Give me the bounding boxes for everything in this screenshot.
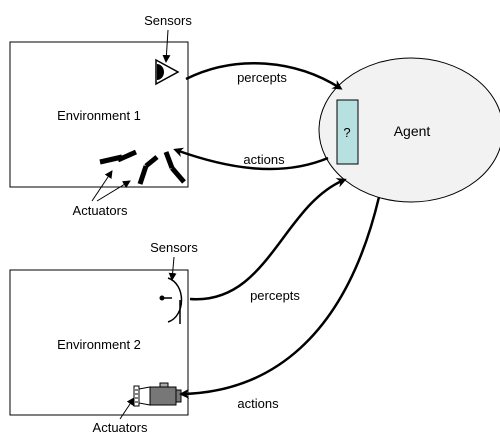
environment-1-label: Environment 1	[57, 108, 141, 123]
agent-program-symbol: ?	[343, 125, 350, 140]
agent-program-box	[336, 99, 359, 165]
motor-actuator-icon	[133, 382, 182, 407]
agent-label: Agent	[394, 123, 431, 139]
actuators-label-1: Actuators	[73, 203, 128, 218]
percepts-arrow-bottom	[189, 178, 347, 301]
robot-arm-actuator-icon	[99, 149, 186, 185]
actuators-pointer-1b	[96, 180, 131, 202]
environment-1: Environment 1 Sensors Actuators	[9, 13, 192, 218]
sensors-label-2: Sensors	[150, 240, 198, 255]
sensors-label-1: Sensors	[144, 13, 192, 28]
actions-label-top: actions	[243, 152, 285, 167]
percepts-label-top: percepts	[237, 70, 287, 85]
actions-arrow-top	[173, 147, 329, 171]
environment-2: Environment 2 Sensors Actuators	[9, 240, 198, 433]
actuators-label-2: Actuators	[93, 420, 148, 433]
eye-sensor-icon	[155, 58, 180, 86]
actions-label-bottom: actions	[237, 396, 279, 411]
agent: ? Agent	[318, 57, 500, 203]
percepts-arrow-top	[185, 62, 343, 90]
percepts-label-bottom: percepts	[250, 288, 300, 303]
actuators-pointer-1a	[91, 170, 113, 202]
agent-ellipse	[318, 57, 500, 203]
sensors-pointer-2	[168, 256, 177, 281]
environment-2-label: Environment 2	[57, 337, 141, 352]
actions-arrow-bottom	[179, 196, 381, 399]
sensors-pointer-1	[162, 29, 171, 63]
actuators-pointer-2	[119, 397, 135, 420]
